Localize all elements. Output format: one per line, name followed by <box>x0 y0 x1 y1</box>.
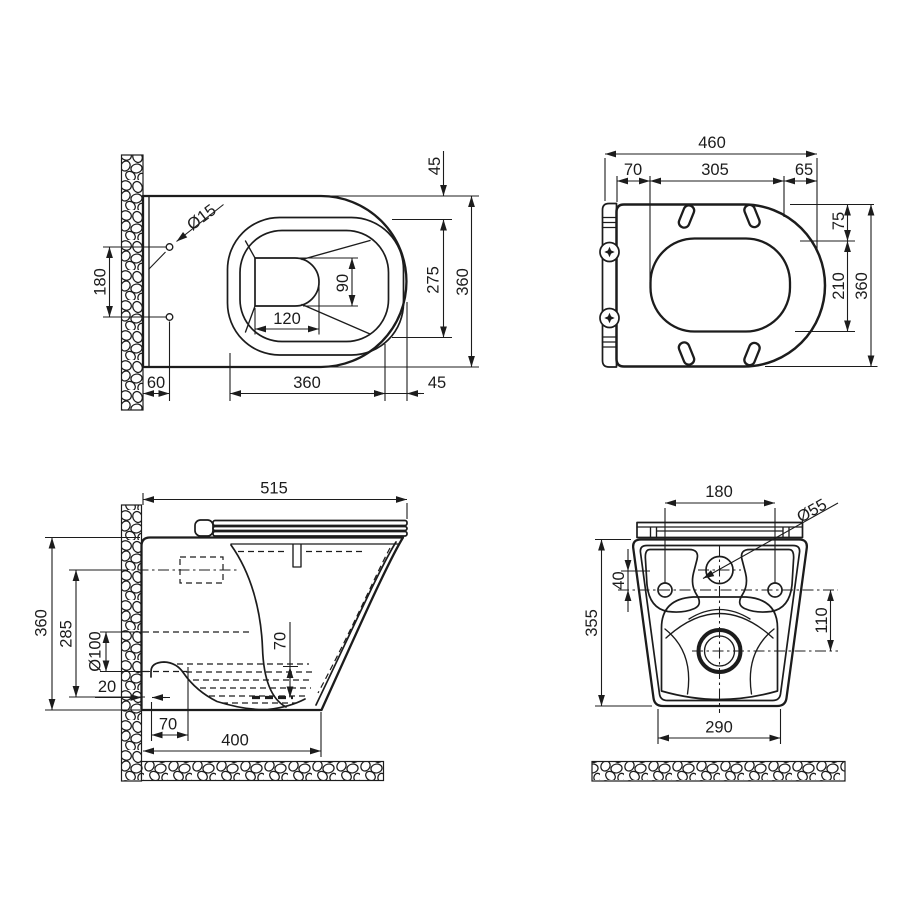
bumper-bottom-left <box>677 341 696 366</box>
right-mounting-pocket <box>738 548 795 613</box>
bowl-dome <box>660 596 779 701</box>
leader-tail <box>148 251 166 270</box>
floor-hatch-side <box>140 760 385 782</box>
dim-outlet-diameter: Ø100 <box>87 631 105 671</box>
hinge-screw-bottom-icon <box>604 312 615 324</box>
dim-bolt-spacing: 180 <box>705 483 733 501</box>
hinge-screw-top-icon <box>604 246 615 258</box>
dim-hole-wall-offset: 60 <box>147 374 165 392</box>
bumper-top-left <box>677 204 696 229</box>
dim-hole-spacing: 180 <box>92 268 110 296</box>
dim-hinge-zone: 70 <box>624 161 642 179</box>
dim-side-total-depth: 515 <box>260 480 288 498</box>
dim-body-depth: 400 <box>221 732 249 750</box>
body-rear-inner-contour <box>639 544 801 702</box>
dim-rear-total-height: 355 <box>583 609 601 637</box>
seat-lid-outline <box>615 203 827 368</box>
rim-inner <box>239 229 390 343</box>
dim-seat-total-length: 460 <box>698 134 726 152</box>
dim-seat-total-width: 360 <box>853 272 871 300</box>
seat-bumpers <box>677 203 761 367</box>
dim-water-depth: 70 <box>272 632 290 650</box>
dim-front-zone: 65 <box>795 161 813 179</box>
side-section-view: 515 360 285 Ø100 20 70 400 70 <box>33 480 408 782</box>
ext-seat-right <box>765 203 878 368</box>
left-mounting-pocket <box>644 548 701 613</box>
seat-opening <box>649 237 792 333</box>
dim-outlet-width: 120 <box>273 310 301 328</box>
dim-front-gap: 45 <box>428 374 446 392</box>
seat-edge-details <box>636 526 804 539</box>
wall-hatch-side <box>120 504 143 782</box>
ext-inlet-offset <box>621 570 650 590</box>
dome-side-flaps <box>664 628 775 695</box>
dim-side-total-height: 360 <box>33 609 51 637</box>
leader-hole-diameter <box>176 204 224 242</box>
toilet-body-outline <box>141 194 408 369</box>
ext-bolt-spacing <box>664 508 776 583</box>
ext-water-depth <box>283 622 298 668</box>
rim-section-line <box>230 543 400 568</box>
leader-inlet-diameter <box>702 502 839 579</box>
ext-outlet-depth <box>299 257 358 307</box>
ext-side-height <box>45 536 140 711</box>
dim-trap-depth: 70 <box>159 716 177 734</box>
dim-mid-length: 305 <box>701 161 729 179</box>
outlet-pipe-dashed <box>143 631 252 673</box>
dim-total-depth: 360 <box>454 268 472 296</box>
dim-seat-opening-length: 210 <box>830 272 848 300</box>
dim-outlet-offset: 20 <box>98 678 116 696</box>
rear-view: 180 Ø55 40 355 110 290 <box>583 483 846 782</box>
fixing-hole-bottom <box>165 313 174 321</box>
inner-front-wall <box>315 541 397 706</box>
dim-bowl-length: 360 <box>293 374 321 392</box>
dim-rim-top-gap: 45 <box>426 157 444 175</box>
dim-inlet-axis-height: 285 <box>58 620 76 648</box>
wall-hatch <box>120 154 144 411</box>
floor-hatch-rear <box>591 760 846 782</box>
seat-lower-layer <box>212 530 408 537</box>
ext-outlet-dia <box>100 631 150 673</box>
dim-opening-length: 275 <box>425 266 443 294</box>
hinge-bracket-lines <box>601 216 618 348</box>
seat-edge-rear <box>636 521 804 539</box>
dim-base-width: 290 <box>705 719 733 737</box>
seat-layer <box>212 525 408 532</box>
bowl-back-curve <box>230 544 287 708</box>
seat-top-view: 460 70 305 65 75 210 360 <box>599 134 878 368</box>
rear-centerlines <box>618 545 838 713</box>
fixing-hole-top <box>165 243 174 251</box>
bumper-top-right <box>743 203 761 229</box>
ext-outlet-width <box>254 284 320 335</box>
trap-weir-curve <box>150 661 306 711</box>
lid-layer <box>212 519 408 527</box>
rim-channel-dashed <box>238 547 391 694</box>
ext-right-dims <box>321 195 479 368</box>
dim-drain-axis-offset: 110 <box>813 607 831 633</box>
bowl-funnel-lines <box>244 239 371 335</box>
dim-outlet-depth: 90 <box>334 274 352 292</box>
dim-seat-front-gap: 75 <box>830 212 848 230</box>
ext-seat-top <box>604 158 818 281</box>
lid-hinge <box>194 519 214 537</box>
rim-outer <box>226 216 405 356</box>
outlet-opening <box>254 257 320 307</box>
body-side-outline <box>140 536 405 712</box>
ext-hole-spacing <box>103 246 166 318</box>
bumper-bottom-right <box>743 341 761 367</box>
water-hatch <box>186 671 313 704</box>
top-view: Ø15 180 60 360 45 120 90 275 45 360 <box>92 151 479 411</box>
dim-inlet-axis-offset: 40 <box>610 571 628 589</box>
